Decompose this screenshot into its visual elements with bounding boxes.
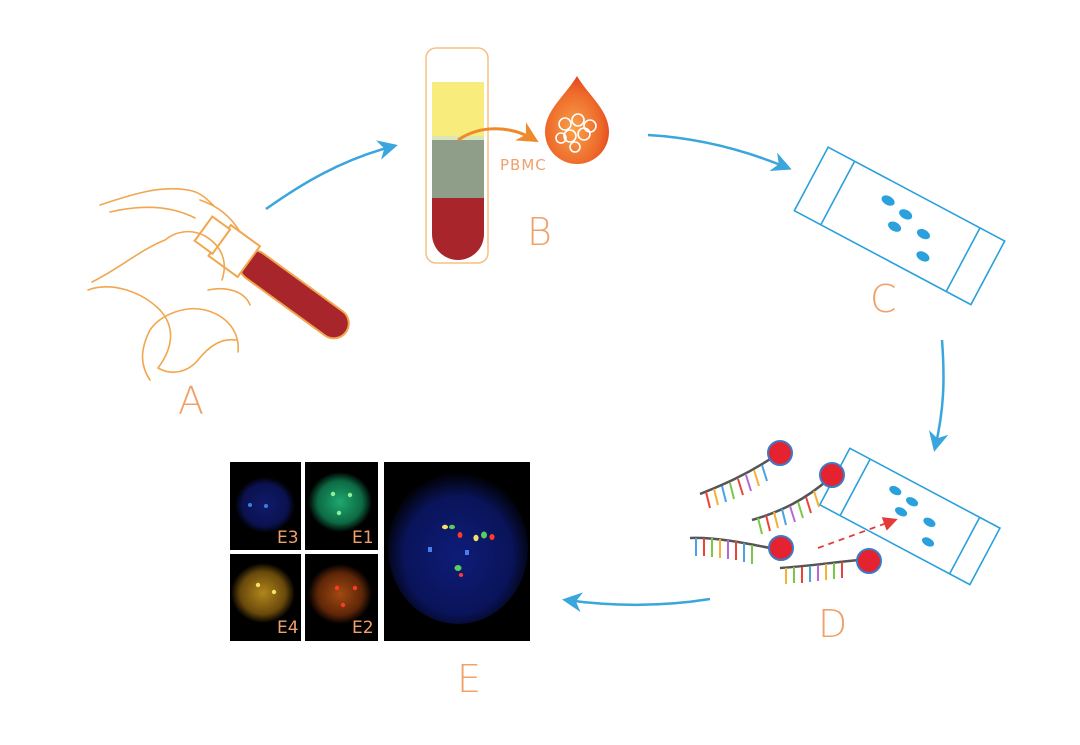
panel-e2-label: E2 [352, 618, 374, 638]
probe-hybridization-illustration [689, 440, 1002, 586]
centrifuged-tube-illustration [425, 47, 489, 264]
arrow-a-to-b [265, 140, 398, 211]
pbmc-label: PBMC [500, 156, 547, 174]
fish-image-panels [230, 462, 530, 641]
arrow-c-to-d [928, 339, 949, 452]
panel-e1-label: E1 [352, 528, 374, 548]
arrow-d-to-e [562, 592, 711, 613]
pbmc-transfer-arrow [457, 122, 539, 143]
step-e-label: E [457, 657, 482, 701]
step-d-label: D [818, 602, 848, 646]
pbmc-drop-icon [545, 76, 609, 164]
panel-e3-label: E3 [277, 528, 299, 548]
arrow-b-to-c [647, 133, 792, 172]
step-b-label: B [527, 210, 552, 254]
step-a-label: A [178, 379, 204, 423]
slide-with-cells-illustration [793, 146, 1006, 306]
hand-with-tube-illustration [87, 187, 350, 381]
step-c-label: C [870, 277, 897, 321]
panel-e4-label: E4 [277, 618, 299, 638]
